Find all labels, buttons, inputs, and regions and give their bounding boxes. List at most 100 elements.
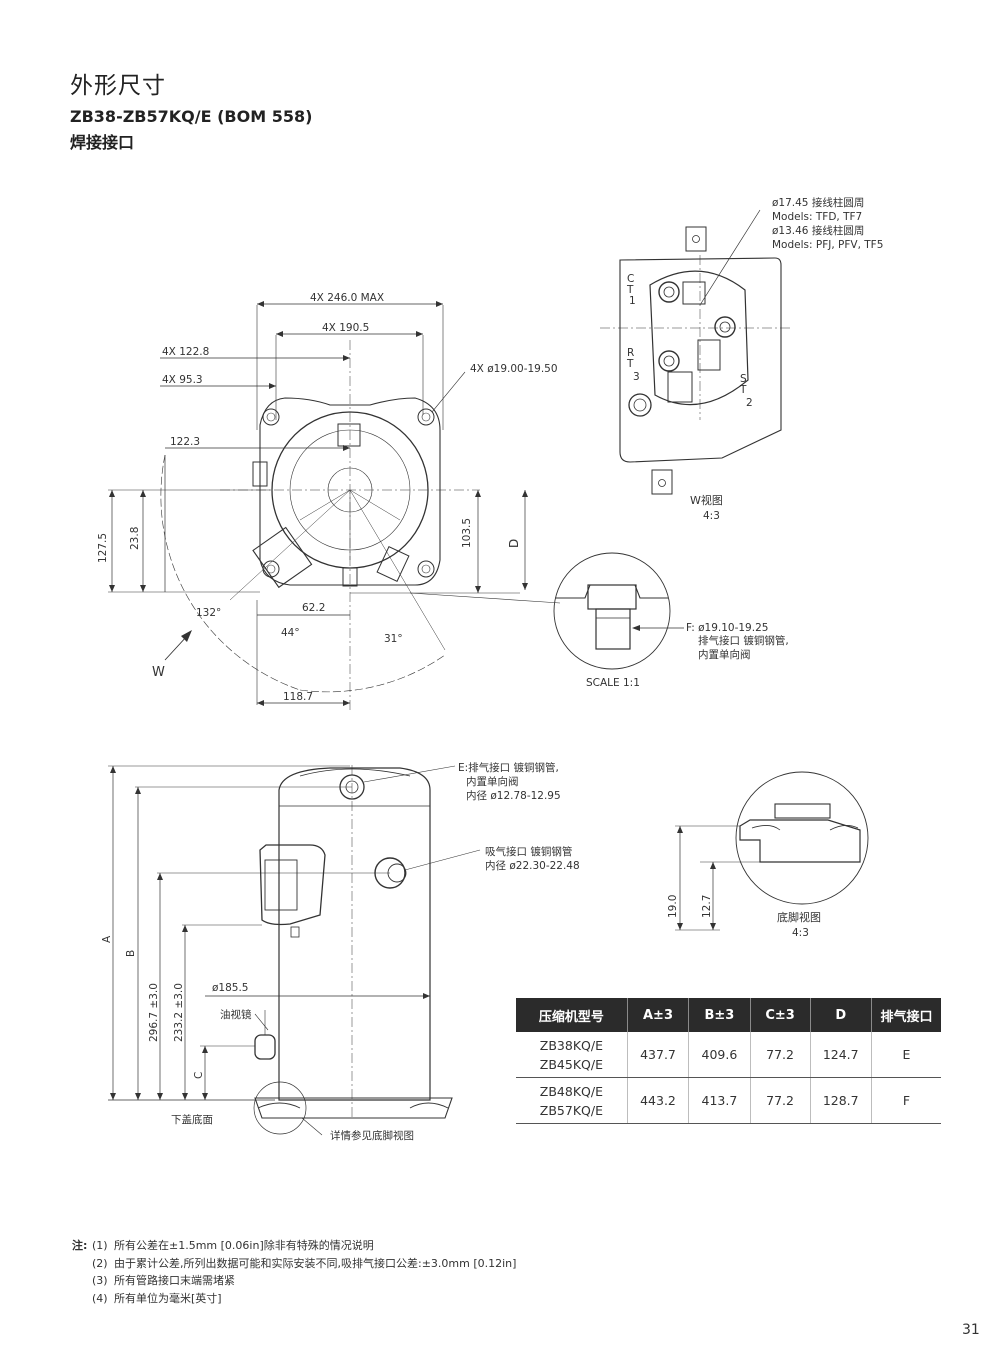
value-c: 77.2 <box>750 1077 811 1124</box>
model-name: ZB57KQ/E <box>539 1102 603 1118</box>
dim-246-max: 4X 246.0 MAX <box>310 292 384 304</box>
terminal-num-2: 2 <box>746 397 753 409</box>
terminal-letter-t3: T <box>739 384 747 396</box>
w-view-arrow-label: W <box>152 665 165 680</box>
note-number: (2) <box>92 1256 108 1270</box>
notes-label: 注: <box>72 1239 88 1252</box>
terminal-letter-t2: T <box>626 358 634 370</box>
header-a: A±3 <box>627 998 690 1032</box>
w-view-note-4: Models: PFJ, PFV, TF5 <box>772 239 883 251</box>
foot-view: 19.0 12.7 底脚视图 4:3 <box>667 771 869 939</box>
dim-C: C <box>193 1072 205 1079</box>
value-c: 77.2 <box>750 1032 811 1078</box>
model-name: ZB45KQ/E <box>539 1056 603 1072</box>
page-number: 31 <box>962 1322 980 1338</box>
angle-44: 44° <box>281 627 300 639</box>
note-number: (4) <box>92 1291 108 1305</box>
model-name: ZB38KQ/E <box>539 1037 603 1053</box>
note-number: (1) <box>92 1239 108 1252</box>
foot-view-scale: 4:3 <box>792 927 809 939</box>
discharge-note-3: 内径 ø12.78-12.95 <box>466 789 561 802</box>
model-line: ZB38-ZB57KQ/E (BOM 558) <box>70 107 313 126</box>
model-name: ZB48KQ/E <box>539 1083 603 1099</box>
w-view-label: W视图 <box>690 493 723 507</box>
note-item: 注: (1) 所有公差在±1.5mm [0.06in]除非有特殊的情况说明 <box>72 1237 516 1255</box>
header-discharge-port: 排气接口 <box>871 998 941 1032</box>
f-detail-line-3: 内置单向阀 <box>698 648 751 661</box>
dim-233-2: 233.2 ±3.0 <box>173 983 185 1042</box>
value-a: 437.7 <box>627 1032 690 1078</box>
w-view-note-3: ø13.46 接线柱圆周 <box>772 224 864 237</box>
suction-note-2: 内径 ø22.30-22.48 <box>485 859 580 872</box>
dim-103-5: 103.5 <box>461 518 473 548</box>
dim-19-0: 19.0 <box>667 895 679 918</box>
dim-mount-hole: 4X ø19.00-19.50 <box>470 363 558 375</box>
dim-12-7: 12.7 <box>701 895 713 918</box>
terminal-letter-r: R <box>627 347 634 359</box>
w-view-scale: 4:3 <box>703 510 720 522</box>
note-item: (2) 由于累计公差,所列出数据可能和实际安装不同,吸排气接口公差:±3.0mm… <box>72 1255 516 1273</box>
note-text: 所有单位为毫米[英寸] <box>114 1291 222 1305</box>
f-detail: F: ø19.10-19.25 排气接口 镀铜钢管, 内置单向阀 SCALE 1… <box>409 552 789 689</box>
header-d: D <box>810 998 872 1032</box>
table-row: ZB38KQ/E ZB45KQ/E 437.7 409.6 77.2 124.7… <box>516 1032 941 1078</box>
discharge-note-1: E:排气接口 镀铜钢管, <box>458 761 559 774</box>
f-detail-line-1: F: ø19.10-19.25 <box>686 622 768 634</box>
terminal-letter-c: C <box>627 273 634 285</box>
terminal-num-3: 3 <box>633 371 640 383</box>
angle-31: 31° <box>384 633 403 645</box>
table-header-row: 压缩机型号 A±3 B±3 C±3 D 排气接口 <box>516 998 941 1032</box>
note-text: 所有管路接口末端需堵紧 <box>114 1274 235 1287</box>
note-text: 所有公差在±1.5mm [0.06in]除非有特殊的情况说明 <box>114 1239 374 1252</box>
dim-62-2: 62.2 <box>302 602 325 614</box>
note-text: 由于累计公差,所列出数据可能和实际安装不同,吸排气接口公差:±3.0mm [0.… <box>114 1256 517 1270</box>
value-port: E <box>871 1032 941 1078</box>
value-a: 443.2 <box>627 1077 690 1124</box>
terminal-letter-t: T <box>626 284 634 296</box>
value-b: 413.7 <box>688 1077 751 1124</box>
value-d: 128.7 <box>810 1077 872 1124</box>
discharge-note-2: 内置单向阀 <box>466 775 519 788</box>
top-view: 4X 246.0 MAX 4X 190.5 4X 122.8 4X 95.3 4… <box>97 292 558 710</box>
dim-122-8: 4X 122.8 <box>162 346 209 358</box>
dim-B: B <box>125 950 137 957</box>
foot-view-reference: 详情参见底脚视图 <box>330 1129 414 1142</box>
header-model: 压缩机型号 <box>516 998 628 1032</box>
dim-D: D <box>507 539 521 548</box>
suction-note-1: 吸气接口 镀铜钢管 <box>485 845 572 858</box>
spec-table: 压缩机型号 A±3 B±3 C±3 D 排气接口 ZB38KQ/E ZB45KQ… <box>516 998 941 1124</box>
page-title: 外形尺寸 <box>70 73 166 99</box>
note-item: (4) 所有单位为毫米[英寸] <box>72 1290 516 1308</box>
w-view-note-2: Models: TFD, TF7 <box>772 211 862 223</box>
value-port: F <box>871 1077 941 1124</box>
notes: 注: (1) 所有公差在±1.5mm [0.06in]除非有特殊的情况说明 (2… <box>72 1237 516 1307</box>
connection-type: 焊接接口 <box>70 133 135 152</box>
terminal-letter-s: S <box>740 373 747 385</box>
model-cell: ZB48KQ/E ZB57KQ/E <box>516 1077 628 1124</box>
dim-127-5: 127.5 <box>97 533 109 563</box>
side-view: E:排气接口 镀铜钢管, 内置单向阀 内径 ø12.78-12.95 吸气接口 … <box>101 761 580 1142</box>
note-number: (3) <box>92 1274 108 1287</box>
bottom-cover-label: 下盖底面 <box>171 1113 213 1126</box>
f-detail-scale: SCALE 1:1 <box>586 677 640 689</box>
dim-23-8: 23.8 <box>129 527 141 550</box>
value-d: 124.7 <box>810 1032 872 1078</box>
oil-sight-glass-label: 油视镜 <box>220 1008 252 1021</box>
header-b: B±3 <box>688 998 751 1032</box>
angle-132: 132° <box>196 607 221 619</box>
terminal-num-1: 1 <box>629 295 636 307</box>
w-view-note-1: ø17.45 接线柱圆周 <box>772 196 864 209</box>
note-item: (3) 所有管路接口末端需堵紧 <box>72 1272 516 1290</box>
dim-118-7: 118.7 <box>283 691 313 703</box>
dim-296-7: 296.7 ±3.0 <box>148 983 160 1042</box>
foot-view-label: 底脚视图 <box>777 910 821 924</box>
dim-95-3: 4X 95.3 <box>162 374 203 386</box>
header-c: C±3 <box>750 998 811 1032</box>
dim-185-5: ø185.5 <box>212 982 248 994</box>
model-cell: ZB38KQ/E ZB45KQ/E <box>516 1032 628 1078</box>
dim-190: 4X 190.5 <box>322 322 369 334</box>
w-view: ø17.45 接线柱圆周 Models: TFD, TF7 ø13.46 接线柱… <box>600 196 883 522</box>
value-b: 409.6 <box>688 1032 751 1078</box>
